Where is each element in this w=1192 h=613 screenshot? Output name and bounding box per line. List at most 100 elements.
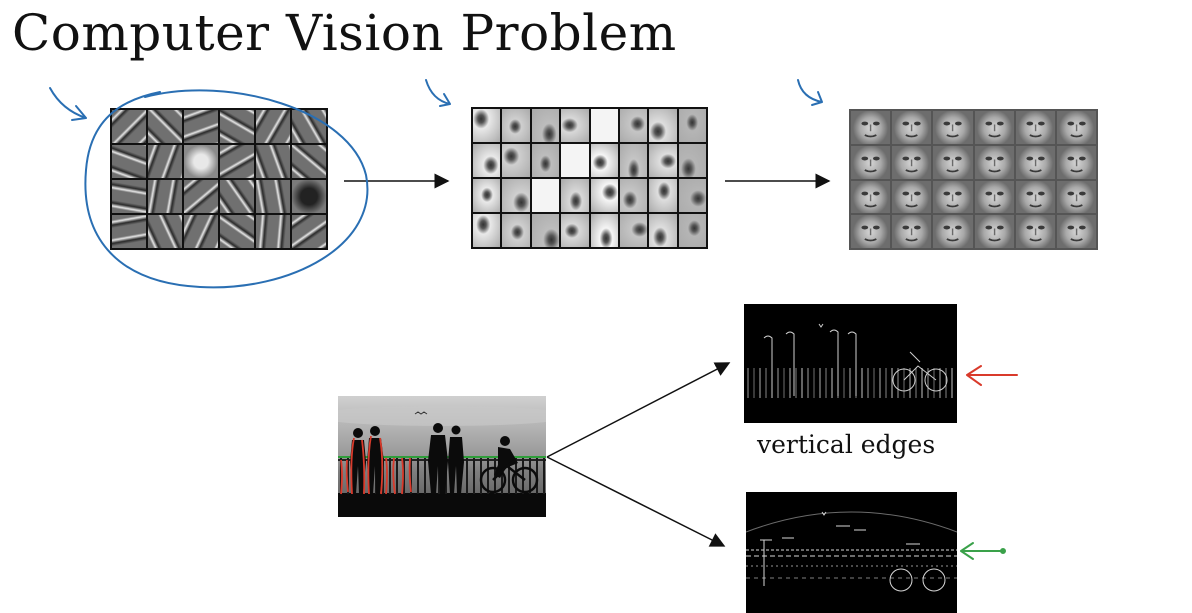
vertical-edges-image	[747, 323, 953, 398]
edge-filter-tile	[148, 180, 182, 213]
face-part-tile	[590, 109, 618, 142]
face-part-tile	[502, 179, 530, 212]
slide-title: Computer Vision Problem	[12, 4, 677, 62]
face-part-tile	[590, 144, 618, 177]
face-part-tile	[619, 214, 648, 247]
edge-filter-tile	[256, 110, 290, 143]
face-part-tile	[649, 214, 677, 247]
face-part-tile	[678, 144, 706, 177]
face-part-tile	[502, 109, 530, 142]
face-template-tile	[1015, 111, 1055, 144]
face-template-tile	[851, 180, 891, 214]
face-part-tile	[561, 214, 589, 247]
silhouette-scene	[338, 406, 546, 517]
edge-filter-tile	[292, 215, 326, 248]
edge-filter-tile	[220, 145, 254, 178]
edge-filter-tile	[148, 215, 182, 248]
input-photo	[338, 396, 546, 517]
face-template-tile	[892, 145, 932, 179]
face-template-tile	[1015, 215, 1055, 248]
face-template-tile	[1056, 215, 1096, 248]
edge-filter-tile	[112, 180, 146, 213]
red-pointer-icon	[966, 365, 1018, 386]
edge-filter-tile	[256, 145, 290, 178]
face-part-tile	[619, 144, 648, 177]
face-part-tile	[473, 109, 501, 142]
face-part-tile	[649, 109, 677, 142]
face-template-tile	[933, 180, 973, 214]
face-part-tile	[531, 214, 560, 247]
face-part-tile	[619, 109, 648, 142]
face-part-tile	[678, 179, 706, 212]
face-template-tile	[974, 145, 1014, 179]
face-part-tile	[561, 179, 589, 212]
face-template-tile	[933, 145, 973, 179]
face-part-tile	[678, 109, 706, 142]
edge-filter-tile	[112, 110, 146, 143]
face-part-tile	[649, 179, 677, 212]
face-template-tile	[1056, 180, 1096, 214]
edge-filter-tile	[148, 110, 182, 143]
edge-filter-tile	[220, 215, 254, 248]
face-part-tile	[561, 144, 589, 177]
face-template-tile	[892, 180, 932, 214]
face-part-tile	[473, 179, 501, 212]
face-template-tile	[974, 180, 1014, 214]
face-template-tile	[851, 215, 891, 248]
face-part-tile	[678, 214, 706, 247]
edge-filter-tile	[292, 145, 326, 178]
pen-check-icon-2	[425, 79, 451, 107]
arrow-to-vertical-edges	[546, 362, 731, 458]
edge-filter-tile	[184, 110, 218, 143]
edge-filter-tile	[256, 180, 290, 213]
face-template-tile	[1056, 111, 1096, 144]
green-pointer-icon	[960, 542, 1006, 560]
edge-filter-tile	[148, 145, 182, 178]
face-template-tile	[851, 145, 891, 179]
face-part-tile	[590, 214, 618, 247]
edge-filter-tile	[184, 180, 218, 213]
face-part-tile	[473, 214, 501, 247]
face-template-tile	[1015, 145, 1055, 179]
face-template-tile	[933, 111, 973, 144]
arrow-to-horizontal-edges	[546, 456, 726, 547]
edge-features-grid	[110, 108, 328, 250]
face-template-tile	[1015, 180, 1055, 214]
edge-filter-tile	[112, 215, 146, 248]
face-template-tile	[892, 215, 932, 248]
face-template-tile	[892, 111, 932, 144]
face-part-tile	[502, 144, 530, 177]
part-features-grid	[471, 107, 708, 249]
horizontal-edges-output	[746, 492, 957, 613]
edge-filter-tile	[256, 215, 290, 248]
face-part-tile	[531, 179, 560, 212]
face-part-tile	[473, 144, 501, 177]
face-part-tile	[531, 109, 560, 142]
face-template-tile	[1056, 145, 1096, 179]
horizontal-edges-image	[746, 511, 957, 592]
face-part-tile	[590, 179, 618, 212]
edge-filter-tile	[292, 180, 326, 213]
edge-filter-tile	[292, 110, 326, 143]
edge-filter-tile	[220, 180, 254, 213]
face-part-tile	[649, 144, 677, 177]
face-part-tile	[531, 144, 560, 177]
edge-filter-tile	[184, 215, 218, 248]
pen-check-icon-3	[797, 79, 823, 106]
face-features-grid	[849, 109, 1098, 250]
vertical-edges-caption: vertical edges	[757, 430, 936, 459]
face-part-tile	[561, 109, 589, 142]
face-template-tile	[933, 215, 973, 248]
face-template-tile	[974, 111, 1014, 144]
face-part-tile	[619, 179, 648, 212]
face-part-tile	[502, 214, 530, 247]
face-template-tile	[851, 111, 891, 144]
face-template-tile	[974, 215, 1014, 248]
edge-filter-tile	[112, 145, 146, 178]
edge-filter-tile	[220, 110, 254, 143]
edge-filter-tile	[184, 145, 218, 178]
vertical-edges-output	[744, 304, 957, 423]
pen-check-icon-1	[49, 87, 87, 121]
